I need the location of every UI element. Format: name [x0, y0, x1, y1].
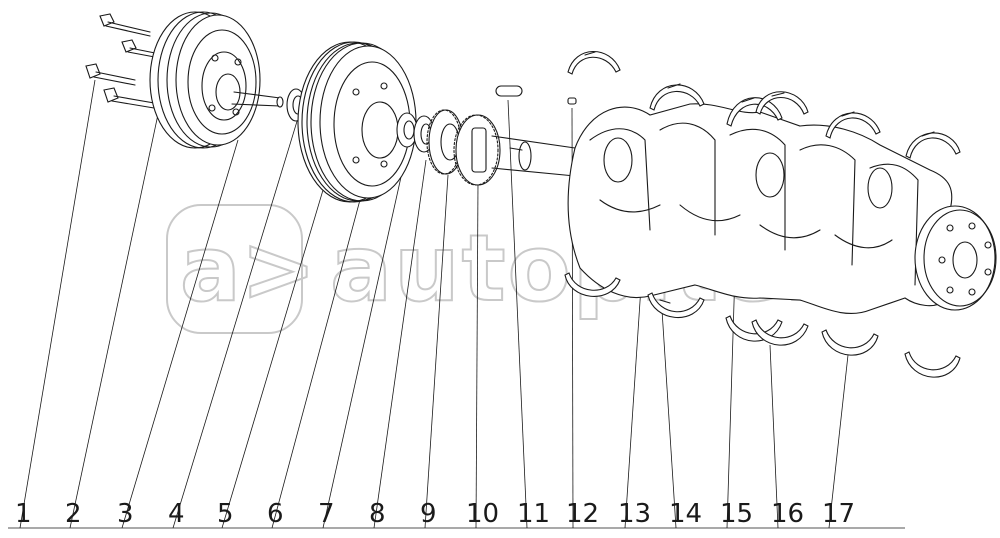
callout-6: 6	[267, 499, 284, 529]
callout-12: 12	[566, 499, 599, 529]
bearing-shell-lower	[564, 272, 621, 297]
callout-16: 16	[771, 499, 804, 529]
watermark-logo: a>	[180, 217, 316, 322]
leader-1	[19, 79, 96, 529]
bearing-shell-upper	[567, 50, 621, 75]
callout-5: 5	[217, 499, 234, 529]
leader-14	[661, 309, 677, 529]
part-1-bolts	[85, 13, 161, 110]
leader-lines	[8, 79, 905, 529]
callout-15: 15	[720, 499, 753, 529]
part-10-crank-nose	[491, 135, 576, 177]
part-11-key	[495, 85, 523, 97]
bearing-shell-lower	[647, 292, 705, 318]
bearing-shell-upper	[755, 91, 809, 115]
bolt	[99, 13, 151, 37]
callout-10: 10	[466, 499, 499, 529]
callout-1: 1	[15, 499, 32, 529]
callout-labels: 1 2 3 4 5 6 7 8 9 10 11 12 13 14 15 16 1…	[15, 499, 855, 529]
callout-11: 11	[517, 499, 550, 529]
bolt	[85, 63, 136, 86]
callout-17: 17	[822, 499, 855, 529]
leader-7	[322, 149, 408, 529]
callout-9: 9	[420, 499, 437, 529]
upper-bearing-shells	[567, 50, 961, 159]
callout-2: 2	[65, 499, 82, 529]
part-9-timing-gear	[453, 114, 501, 186]
bearing-shell-lower	[904, 351, 961, 378]
leader-5	[221, 179, 327, 529]
leader-2	[69, 104, 161, 529]
leader-4	[172, 117, 299, 529]
callout-14: 14	[669, 499, 702, 529]
part-2-damper-pulley	[149, 11, 261, 149]
leader-17	[828, 354, 849, 529]
callout-3: 3	[117, 499, 134, 529]
callout-13: 13	[618, 499, 651, 529]
crankshaft-rear-flange	[914, 205, 997, 311]
leader-16	[769, 344, 779, 529]
leader-10	[475, 181, 479, 529]
leader-11	[507, 99, 528, 529]
bearing-shell-lower	[751, 319, 809, 346]
watermark-logo-frame	[166, 204, 303, 334]
part-12-pin	[567, 97, 577, 105]
part-3-shaft	[231, 91, 284, 108]
callout-4: 4	[168, 499, 185, 529]
leader-8	[373, 159, 427, 529]
bearing-shell-lower	[821, 329, 879, 356]
leader-6	[271, 169, 369, 529]
leader-3	[121, 139, 239, 529]
bearing-shell-upper	[905, 131, 961, 159]
bearing-shell-upper	[649, 83, 705, 111]
callout-7: 7	[318, 499, 335, 529]
bearing-shell-upper	[825, 111, 881, 139]
lower-bearing-shells	[564, 272, 961, 378]
crankshaft-body	[567, 103, 953, 315]
leader-9	[424, 174, 449, 529]
bearing-shell-upper	[726, 97, 783, 127]
callout-8: 8	[369, 499, 386, 529]
